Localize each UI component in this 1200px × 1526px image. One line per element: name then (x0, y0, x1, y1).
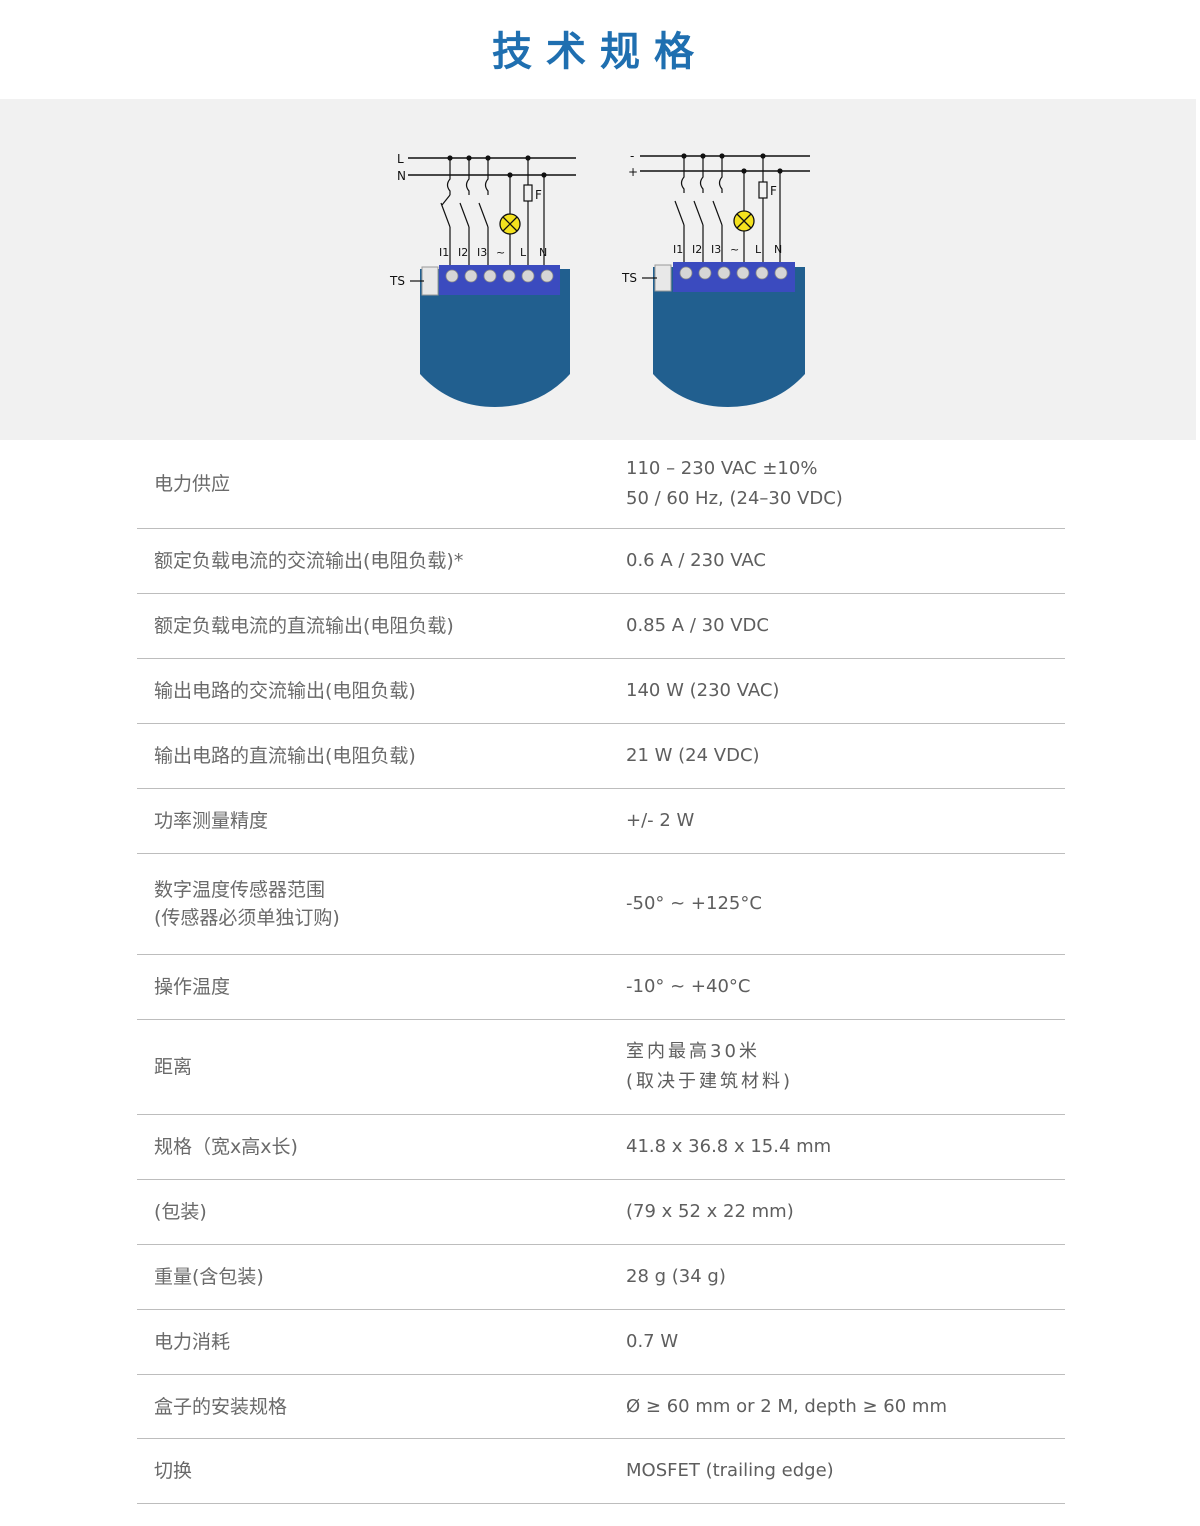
spec-label: 输出电路的直流输出(电阻负载) (154, 745, 416, 767)
left-terminal-i1: I1 (439, 246, 449, 259)
spec-row-switching: 切换 MOSFET (trailing edge) (137, 1439, 1065, 1504)
left-terminal-n: N (539, 246, 547, 259)
left-terminal-l: L (520, 246, 527, 259)
spec-value: 0.6 A / 230 VAC (626, 550, 766, 571)
spec-label: 重量(含包装) (154, 1266, 264, 1288)
right-terminal-i3: I3 (711, 243, 721, 256)
spec-row-weight: 重量(含包装) 28 g (34 g) (137, 1245, 1065, 1310)
spec-row-box-installation: 盒子的安装规格 Ø ≥ 60 mm or 2 M, depth ≥ 60 mm (137, 1375, 1065, 1439)
spec-label: 额定负载电流的直流输出(电阻负载) (154, 615, 454, 637)
spec-value: 0.85 A / 30 VDC (626, 615, 769, 636)
spec-label: 输出电路的交流输出(电阻负载) (154, 680, 416, 702)
spec-value: +/- 2 W (626, 810, 695, 831)
spec-row-range: 距离 室内最高30米 (取决于建筑材料) (137, 1020, 1065, 1115)
spec-row-power-supply: 电力供应 110 – 230 VAC ±10% 50 / 60 Hz, (24–… (137, 440, 1065, 529)
spec-value: -50° ~ +125°C (626, 893, 762, 914)
left-terminal-i2: I2 (458, 246, 468, 259)
spec-label: 盒子的安装规格 (154, 1395, 288, 1418)
left-fuse-label: F (535, 188, 542, 202)
right-ts-label: TS (621, 271, 637, 285)
page-title: 技术规格 (492, 29, 708, 75)
spec-value: -10° ~ +40°C (626, 976, 751, 997)
spec-label: 规格（宽x高x长) (154, 1136, 298, 1158)
left-ts-label: TS (389, 274, 405, 288)
wiring-diagrams: L N (389, 149, 810, 407)
spec-label: 操作温度 (154, 976, 231, 998)
spec-value: 0.7 W (626, 1331, 679, 1352)
spec-label: 距离 (154, 1056, 193, 1078)
right-line-plus-label: + (628, 165, 638, 179)
right-terminal-i2: I2 (692, 243, 702, 256)
spec-label: 电力供应 (154, 473, 231, 495)
spec-label: (包装) (154, 1201, 207, 1223)
ac-wiring-diagram: L N (389, 152, 576, 407)
right-terminal-i1: I1 (673, 243, 683, 256)
spec-row-ac-rated-current: 额定负载电流的交流输出(电阻负载)* 0.6 A / 230 VAC (137, 529, 1065, 594)
right-line-minus-label: - (630, 149, 634, 163)
spec-label: 额定负载电流的交流输出(电阻负载)* (154, 550, 464, 572)
spec-value: 140 W (230 VAC) (626, 680, 780, 701)
spec-row-ac-output-power: 输出电路的交流输出(电阻负载) 140 W (230 VAC) (137, 659, 1065, 724)
spec-row-dc-rated-current: 额定负载电流的直流输出(电阻负载) 0.85 A / 30 VDC (137, 594, 1065, 659)
left-line-n-label: N (397, 169, 406, 183)
spec-table: 电力供应 110 – 230 VAC ±10% 50 / 60 Hz, (24–… (137, 440, 1065, 1504)
spec-value: Ø ≥ 60 mm or 2 M, depth ≥ 60 mm (626, 1395, 948, 1417)
spec-value: 41.8 x 36.8 x 15.4 mm (626, 1136, 832, 1157)
wiring-diagram-panel: L N (0, 99, 1196, 440)
right-terminal-block (673, 262, 795, 292)
left-terminal-i3: I3 (477, 246, 487, 259)
dc-wiring-diagram: - + (621, 149, 810, 407)
right-terminal-n: N (774, 243, 782, 256)
spec-row-dc-output-power: 输出电路的直流输出(电阻负载) 21 W (24 VDC) (137, 724, 1065, 789)
spec-label: 数字温度传感器范围 (传感器必须单独订购) (154, 879, 340, 929)
spec-label: 功率测量精度 (154, 810, 269, 832)
spec-row-dimensions: 规格（宽x高x长) 41.8 x 36.8 x 15.4 mm (137, 1115, 1065, 1180)
spec-value: 室内最高30米 (取决于建筑材料) (626, 1041, 794, 1092)
left-terminal-ac: ~ (496, 246, 505, 259)
spec-label: 切换 (154, 1460, 193, 1482)
spec-value: (79 x 52 x 22 mm) (626, 1201, 794, 1222)
spec-value: 21 W (24 VDC) (626, 745, 760, 766)
spec-row-power-consumption: 电力消耗 0.7 W (137, 1310, 1065, 1375)
left-line-l-label: L (397, 152, 404, 166)
right-terminal-l: L (755, 243, 762, 256)
left-terminal-block (439, 265, 560, 295)
spec-row-sensor-range: 数字温度传感器范围 (传感器必须单独订购) -50° ~ +125°C (137, 854, 1065, 955)
spec-value: 28 g (34 g) (626, 1266, 726, 1287)
spec-value: 110 – 230 VAC ±10% 50 / 60 Hz, (24–30 VD… (626, 458, 843, 509)
spec-row-operating-temperature: 操作温度 -10° ~ +40°C (137, 955, 1065, 1020)
spec-row-power-accuracy: 功率测量精度 +/- 2 W (137, 789, 1065, 854)
spec-value: MOSFET (trailing edge) (626, 1460, 834, 1481)
left-device-body (420, 269, 570, 407)
spec-label: 电力消耗 (154, 1331, 231, 1353)
right-device-body (653, 267, 805, 407)
spec-row-package-dimensions: (包装) (79 x 52 x 22 mm) (137, 1180, 1065, 1245)
right-terminal-ac: ~ (730, 243, 739, 256)
right-fuse-label: F (770, 184, 777, 198)
